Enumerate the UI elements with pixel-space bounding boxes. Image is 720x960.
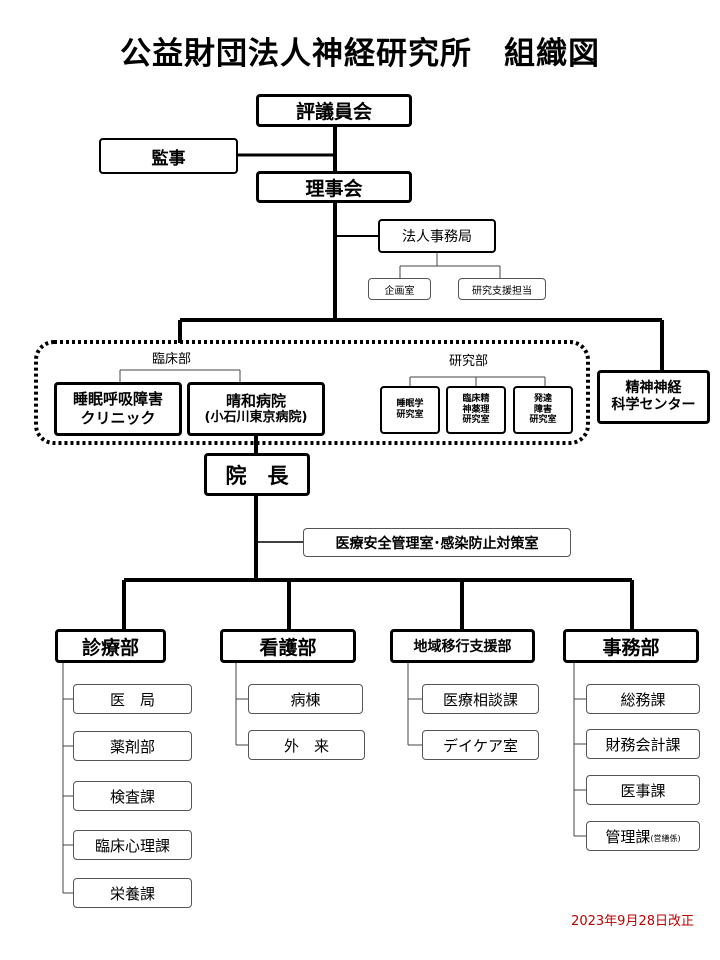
unit-finance-accounting: 財務会計課	[586, 729, 700, 759]
planning-office-box: 企画室	[368, 278, 431, 300]
unit-label: 薬剤部	[109, 737, 155, 756]
unit-pharmacy: 薬剤部	[73, 731, 192, 761]
unit-label: 検査課	[109, 787, 155, 806]
unit-laboratory: 検査課	[73, 781, 192, 811]
sleep-clinic-line1: 睡眠呼吸障害	[72, 390, 163, 409]
lab-sleep-line2: 研究室	[396, 410, 424, 420]
lab-developmental-line3: 研究室	[529, 415, 557, 426]
unit-nutrition: 栄養課	[73, 878, 192, 908]
page-title: 公益財団法人神経研究所 組織図	[120, 36, 600, 72]
research-support-box: 研究支援担当	[458, 278, 546, 300]
unit-medical-consultation: 医療相談課	[422, 684, 539, 714]
sleep-clinic-box: 睡眠呼吸障害 クリニック	[54, 382, 182, 436]
hospital-alt-name: (小石川東京病院)	[204, 410, 308, 426]
neuro-center-box: 精神神経 科学センター	[597, 370, 710, 424]
dept-community-box: 地域移行支援部	[390, 629, 535, 663]
lab-developmental-line1: 発達	[533, 394, 552, 405]
unit-label: 財務会計課	[605, 735, 681, 754]
safety-office-box: 医療安全管理室･感染防止対策室	[303, 528, 571, 557]
unit-medical-office: 医 局	[73, 684, 192, 714]
unit-daycare: デイケア室	[422, 730, 539, 760]
unit-label: デイケア室	[442, 736, 518, 755]
revision-date: 2023年9月28日改正	[571, 914, 694, 929]
hospital-name: 晴和病院	[225, 391, 286, 410]
research-group-label: 研究部	[449, 354, 489, 369]
neuro-center-line2: 科学センター	[611, 397, 696, 413]
lab-sleep-box: 睡眠学 研究室	[380, 386, 440, 434]
lab-developmental-line2: 障害	[533, 404, 552, 415]
unit-label: 臨床心理課	[94, 836, 170, 855]
board-label: 理事会	[305, 177, 363, 200]
unit-label: 栄養課	[109, 884, 155, 903]
neuro-center-line1: 精神神経	[625, 379, 682, 396]
director-box: 院 長	[204, 453, 310, 496]
dept-medical-label: 診療部	[81, 636, 139, 659]
clinical-group-label: 臨床部	[152, 352, 192, 367]
unit-label: 総務課	[620, 690, 666, 709]
director-label: 院 長	[225, 463, 289, 488]
unit-label: 管理課	[605, 827, 651, 846]
unit-management: 管理課(営繕係)	[586, 821, 700, 851]
seiwa-hospital-box: 晴和病院 (小石川東京病院)	[187, 382, 325, 436]
planning-office-label: 企画室	[384, 285, 415, 297]
unit-label: 病棟	[290, 690, 321, 709]
dept-admin-box: 事務部	[563, 629, 699, 663]
dept-admin-label: 事務部	[602, 636, 660, 659]
unit-label: 外 来	[283, 736, 329, 755]
lab-psychopharm-line3: 研究室	[462, 415, 490, 426]
unit-label: 医 局	[109, 690, 155, 709]
safety-office-label: 医療安全管理室･感染防止対策室	[335, 535, 539, 552]
corporate-office-label: 法人事務局	[402, 229, 472, 245]
lab-sleep-line1: 睡眠学	[396, 398, 424, 409]
unit-general-affairs: 総務課	[586, 684, 700, 714]
lab-developmental-box: 発達 障害 研究室	[513, 386, 573, 434]
sleep-clinic-line2: クリニック	[80, 409, 156, 427]
dept-nursing-box: 看護部	[220, 629, 356, 663]
unit-medical-affairs: 医事課	[586, 775, 700, 805]
corporate-office-box: 法人事務局	[378, 219, 496, 253]
lab-psychopharm-line1: 臨床精	[462, 394, 490, 405]
unit-outpatient: 外 来	[248, 730, 365, 760]
council-box: 評議員会	[256, 94, 412, 127]
unit-clinical-psychology: 臨床心理課	[73, 830, 192, 860]
unit-label: 医事課	[620, 781, 666, 800]
unit-note: (営繕係)	[650, 834, 681, 843]
research-support-label: 研究支援担当	[472, 285, 532, 297]
lab-psychopharm-line2: 神薬理	[462, 404, 490, 415]
board-box: 理事会	[256, 171, 412, 203]
dept-medical-box: 診療部	[55, 629, 166, 663]
lab-psychopharmacology-box: 臨床精 神薬理 研究室	[446, 386, 506, 434]
council-label: 評議員会	[295, 101, 372, 123]
unit-label: 医療相談課	[442, 690, 518, 709]
auditor-box: 監事	[99, 138, 238, 174]
dept-nursing-label: 看護部	[259, 636, 317, 659]
unit-ward: 病棟	[248, 684, 363, 714]
auditor-label: 監事	[151, 148, 186, 169]
dept-community-label: 地域移行支援部	[413, 639, 512, 655]
